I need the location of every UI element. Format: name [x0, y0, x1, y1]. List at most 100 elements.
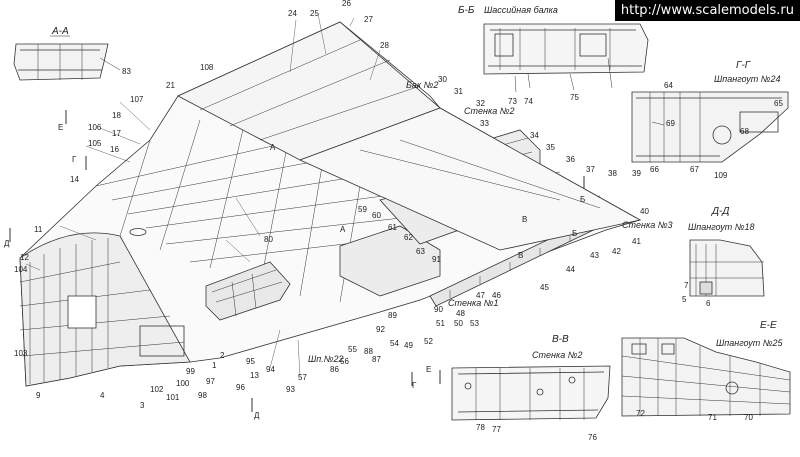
callout: 56 — [340, 357, 349, 366]
callout: 24 — [288, 9, 297, 18]
cut-mark-d: Д — [4, 239, 10, 248]
callout: 100 — [176, 379, 190, 388]
callout: 25 — [310, 9, 319, 18]
section-ee-title: Е-Е — [760, 320, 777, 331]
callout: 98 — [198, 391, 207, 400]
section-ee-caption: Шпангоут №25 — [716, 338, 783, 348]
callout: 47 — [476, 291, 485, 300]
callout: 109 — [714, 171, 728, 180]
callout: 74 — [524, 97, 533, 106]
cut-mark-a: А — [270, 143, 276, 152]
callout: 72 — [636, 409, 645, 418]
callout: 37 — [586, 165, 595, 174]
callout: 102 — [150, 385, 164, 394]
callout: 86 — [330, 365, 339, 374]
callout: 32 — [476, 99, 485, 108]
callout: 11 — [34, 225, 43, 234]
callout: 95 — [246, 357, 255, 366]
callout: 80 — [264, 235, 273, 244]
section-bb-title: Б-Б — [458, 5, 475, 16]
section-aa-view — [13, 43, 121, 81]
callout: 39 — [632, 169, 641, 178]
callout: 5 — [682, 295, 687, 304]
section-dd-view — [689, 239, 765, 297]
callout: 97 — [206, 377, 215, 386]
callout: 55 — [348, 345, 357, 354]
section-vv-caption: Стенка №2 — [532, 350, 582, 360]
callout: 83 — [122, 67, 131, 76]
callout: 16 — [110, 145, 119, 154]
callout: 36 — [566, 155, 575, 164]
callout: 21 — [166, 81, 175, 90]
callout: 94 — [266, 365, 275, 374]
callout: 73 — [508, 97, 517, 106]
callout: 92 — [376, 325, 385, 334]
callout: 105 — [88, 139, 102, 148]
cut-mark-e: Е — [58, 123, 63, 132]
callout: 7 — [684, 281, 689, 290]
callout: 18 — [112, 111, 121, 120]
callout: 91 — [432, 255, 441, 264]
cut-mark-b-2: Б — [572, 229, 577, 238]
callout: 103 — [14, 349, 28, 358]
callout: 107 — [130, 95, 144, 104]
callout: 34 — [530, 131, 539, 140]
callout: 93 — [286, 385, 295, 394]
callout: 46 — [492, 291, 501, 300]
callout: 42 — [612, 247, 621, 256]
callout: 51 — [436, 319, 445, 328]
section-dd-title: Д-Д — [711, 206, 729, 217]
callout: 65 — [774, 99, 783, 108]
callout: 77 — [492, 425, 501, 434]
watermark[interactable]: http://www.scalemodels.ru — [614, 0, 800, 21]
label-shp22: Шп.№22 — [308, 354, 344, 364]
callout: 66 — [650, 165, 659, 174]
callout: 1 — [212, 361, 217, 370]
callout: 52 — [424, 337, 433, 346]
callout: 60 — [372, 211, 381, 220]
label-bak2: Бак №2 — [406, 80, 438, 90]
callout: 78 — [476, 423, 485, 432]
callout: 43 — [590, 251, 599, 260]
callout: 57 — [298, 373, 307, 382]
callout: 108 — [200, 63, 214, 72]
section-dd-caption: Шпангоут №18 — [688, 222, 755, 232]
main-wing-structure — [19, 13, 642, 387]
callout: 26 — [342, 0, 351, 8]
label-stenka2: Стенка №2 — [464, 106, 514, 116]
callout: 63 — [416, 247, 425, 256]
callout: 30 — [438, 75, 447, 84]
cut-mark-g: Г — [72, 155, 77, 164]
section-aa-title: А-А — [51, 26, 69, 37]
callout: 68 — [740, 127, 749, 136]
callout: 2 — [220, 351, 225, 360]
callout: 76 — [588, 433, 597, 442]
callout-numbers: 83 21 107 108 18 106 17 105 16 14 11 12 … — [14, 0, 783, 442]
section-vv-title: В-В — [552, 334, 569, 345]
callout: 41 — [632, 237, 641, 246]
callout: 59 — [358, 205, 367, 214]
cut-lines — [9, 110, 585, 412]
callout: 13 — [250, 371, 259, 380]
section-gg-title: Г-Г — [736, 60, 752, 71]
callout: 38 — [608, 169, 617, 178]
callout: 3 — [140, 401, 145, 410]
section-bb-caption: Шассийная балка — [484, 5, 558, 15]
callout: 33 — [480, 119, 489, 128]
callout: 48 — [456, 309, 465, 318]
callout: 35 — [546, 143, 555, 152]
callout: 50 — [454, 319, 463, 328]
callout: 31 — [454, 87, 463, 96]
callout: 101 — [166, 393, 180, 402]
callout: 64 — [664, 81, 673, 90]
callout: 12 — [20, 253, 29, 262]
callout: 4 — [100, 391, 105, 400]
section-vv-view — [451, 365, 611, 421]
label-stenka3: Стенка №3 — [622, 220, 672, 230]
callout: 99 — [186, 367, 195, 376]
callout: 44 — [566, 265, 575, 274]
callout: 70 — [744, 413, 753, 422]
callout: 54 — [390, 339, 399, 348]
